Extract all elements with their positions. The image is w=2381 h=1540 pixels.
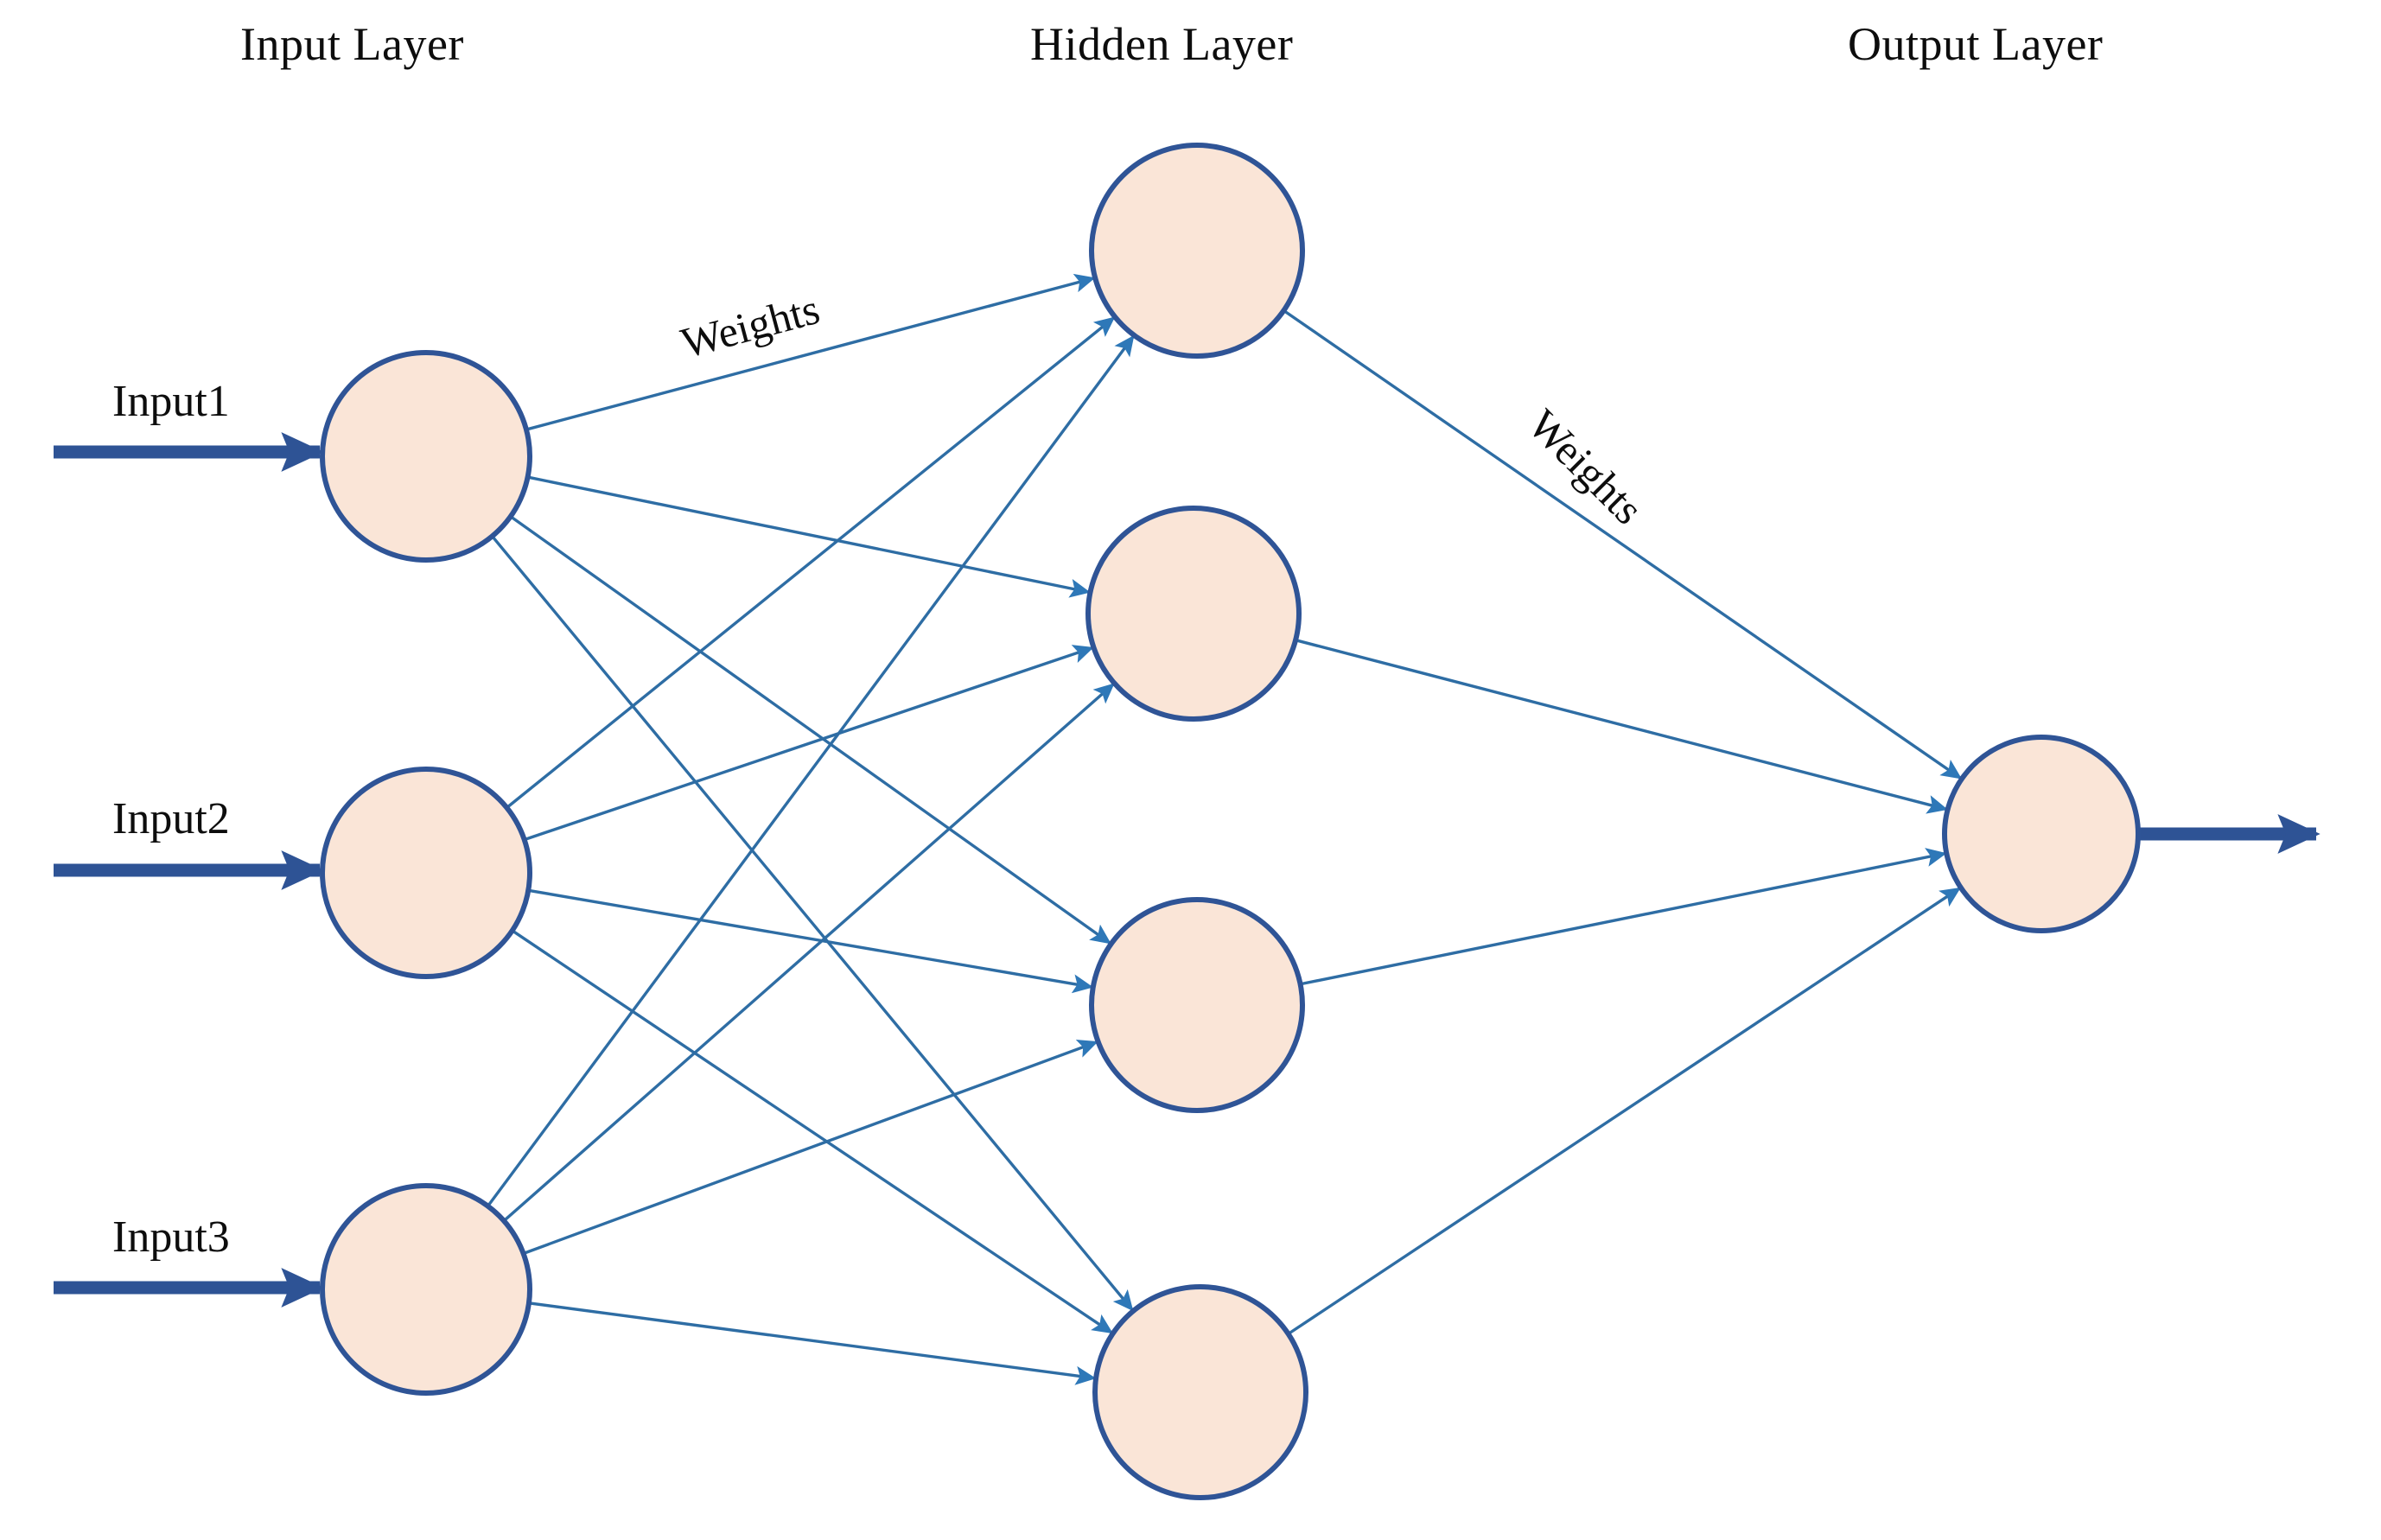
input-3-label: Input3: [112, 1212, 230, 1262]
synapse-i2-h4: [511, 929, 1113, 1334]
input-node-2: [320, 767, 532, 979]
hidden-node-3: [1089, 897, 1305, 1113]
input-1-label: Input1: [112, 377, 230, 426]
synapse-i2-h1: [506, 316, 1116, 809]
synapse-i3-h1: [487, 334, 1135, 1207]
synapse-h3-o1: [1300, 848, 1947, 986]
input-node-1: [320, 350, 532, 563]
synapse-i2-h2: [524, 645, 1094, 842]
hidden-node-2: [1085, 506, 1302, 722]
synapse-i3-h2: [502, 683, 1115, 1222]
synapse-i1-h3: [509, 515, 1111, 945]
synapse-i3-h4: [528, 1301, 1097, 1385]
synapse-i3-h3: [522, 1039, 1098, 1256]
hidden-layer-title: Hidden Layer: [1030, 18, 1294, 70]
synapse-i1-h2: [527, 475, 1091, 598]
synapse-connections: [487, 273, 1963, 1385]
input-2-label: Input2: [112, 794, 230, 843]
synapse-i2-h3: [527, 888, 1093, 994]
hidden-node-1: [1089, 143, 1305, 359]
synapse-h1-o1: [1283, 309, 1963, 780]
synapse-i1-h4: [491, 535, 1134, 1312]
io-arrow-group: [54, 432, 2321, 1308]
synapse-h4-o1: [1287, 887, 1961, 1335]
synapse-i1-h1: [525, 273, 1096, 431]
output-node-1: [1942, 735, 2141, 933]
hidden-node-4: [1092, 1284, 1308, 1500]
synapse-h2-o1: [1295, 639, 1948, 814]
neuron-node-group: [320, 143, 2141, 1500]
input-layer-title: Input Layer: [240, 18, 464, 70]
output-layer-title: Output Layer: [1848, 18, 2104, 70]
input-node-3: [320, 1183, 532, 1396]
